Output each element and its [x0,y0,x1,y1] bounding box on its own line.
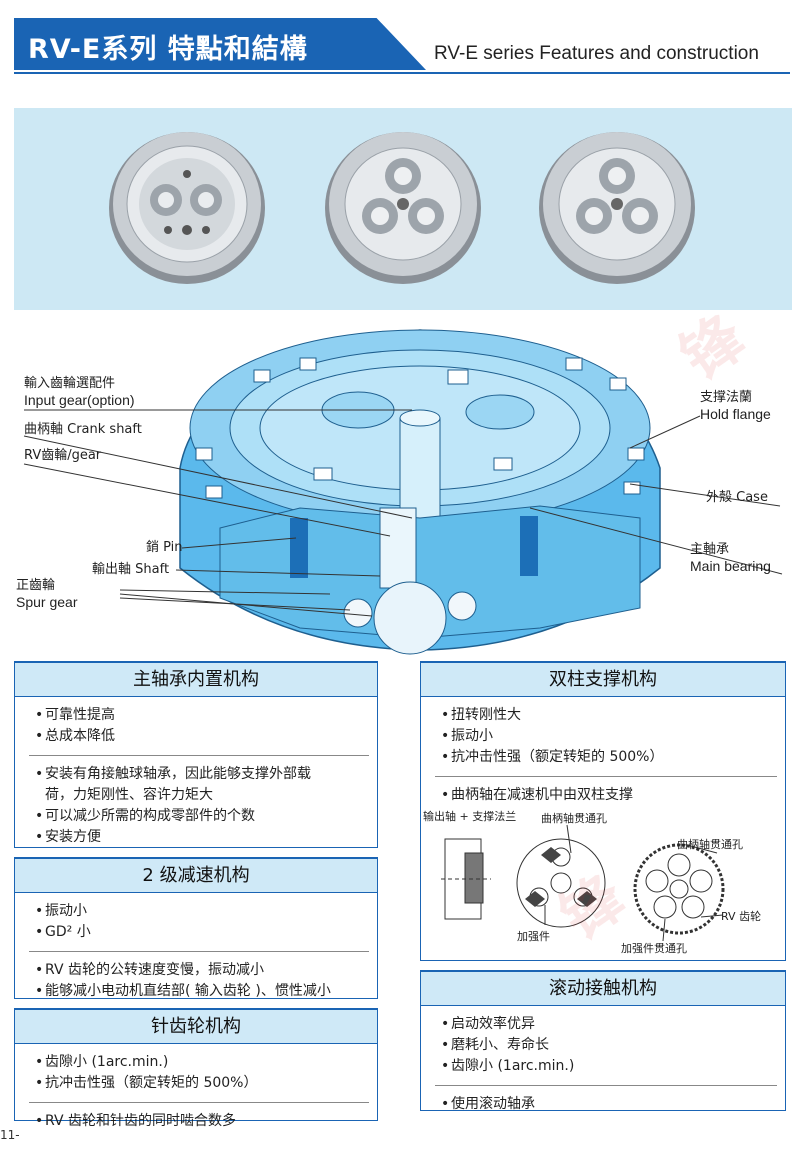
callout-rv-gear: RV齒輪/gear [24,448,102,463]
callout-main-bearing-en: Main bearing [690,558,771,574]
fig-output-flange-label: 输出轴 + 支撑法兰 [423,810,517,823]
list-item: 安装方便 [35,827,363,848]
callout-output-shaft: 輸出軸 Shaft [92,562,170,577]
cutaway-diagram: 輸入齒輪選配件 Input gear(option) 曲柄軸 Crank sha… [0,318,800,658]
list-item: 齿隙小 (1arc.min.) [441,1056,771,1077]
product-photo-panel [14,108,792,310]
box-two-stage: 2 级减速机构 振动小 GD² 小 RV 齿轮的公转速度变慢，振动减小 能够减小… [14,857,378,1002]
fig-crank-hole-label: 曲柄轴贯通孔 [541,812,607,825]
box-pin-gear: 针齿轮机构 齿隙小 (1arc.min.) 抗冲击性强（额定转矩的 500%） … [14,1008,378,1132]
callout-input-gear-en: Input gear(option) [24,392,135,408]
fig-reinforce-label: 加强件 [517,930,550,943]
callout-input-gear: 輸入齒輪選配件 Input gear(option) [24,376,135,408]
page-title: RV-E系列 特點和結構 [28,34,308,65]
title-banner [14,18,426,70]
callout-hold-flange-cn: 支撑法蘭 [700,390,753,405]
list-item: 抗冲击性强（额定转矩的 500%） [35,1073,363,1094]
callout-pin: 銷 Pin [146,540,183,555]
reducer-photo-3 [539,132,695,284]
callout-spur-gear-cn: 正齒輪 [16,578,56,593]
callout-main-bearing: 主軸承 Main bearing [690,542,771,574]
box-main-bearing: 主轴承内置机构 可靠性提高 总成本降低 安装有角接触球轴承，因此能够支撑外部载 … [14,661,378,848]
divider [435,776,777,777]
list-item: 振动小 [441,726,771,747]
list-item: 能够减小电动机直结部( 输入齿轮 )、惯性减小 [35,981,363,1002]
callout-case: 外殼 Case [706,490,768,505]
callout-spur-gear: 正齒輪 Spur gear [16,578,77,610]
list-item: 安装有角接触球轴承，因此能够支撑外部载 [35,764,363,785]
list-item: 可以减少所需的构成零部件的个数 [35,806,363,827]
box-rolling-contact-title: 滚动接触机构 [421,970,785,1006]
callout-spur-gear-en: Spur gear [16,594,78,610]
list-item: 扭转刚性大 [441,705,771,726]
list-item: 曲柄轴在减速机中由双柱支撑 [441,785,771,806]
divider [29,755,369,756]
list-item: 启动效率优异 [441,1014,771,1035]
list-item-continued: 荷，力矩刚性、容许力矩大 [45,787,213,803]
list-item: 总成本降低 [35,726,363,747]
list-item: 磨耗小、寿命长 [441,1035,771,1056]
reducer-photo-1 [109,132,265,284]
list-item: 振动小 [35,901,363,922]
box-pin-gear-title: 针齿轮机构 [15,1008,377,1044]
callout-hold-flange-en: Hold flange [700,406,771,422]
callout-main-bearing-cn: 主軸承 [690,542,730,557]
box-rolling-contact: 滚动接触机构 启动效率优异 磨耗小、寿命长 齿隙小 (1arc.min.) 使用… [420,970,786,1115]
list-item: 齿隙小 (1arc.min.) [35,1052,363,1073]
page-number: 11- [0,1128,20,1142]
box-main-bearing-title: 主轴承内置机构 [15,661,377,697]
divider [29,951,369,952]
list-item: RV 齿轮和针齿的同时啮合数多 [35,1111,363,1132]
double-support-drawing [441,824,725,942]
fig-crank-hole2-label: 曲柄轴贯通孔 [677,838,743,851]
cutaway-illustration [23,329,783,655]
box-double-support-title: 双柱支撑机构 [421,661,785,697]
callout-crank-shaft: 曲柄軸 Crank shaft [24,422,142,437]
divider [29,1102,369,1103]
box-two-stage-title: 2 级减速机构 [15,857,377,893]
callout-input-gear-cn: 輸入齒輪選配件 [24,376,116,391]
list-item: 使用滚动轴承 [441,1094,771,1115]
box-double-support: 双柱支撑机构 扭转刚性大 振动小 抗冲击性强（额定转矩的 500%） 曲柄轴在减… [420,661,786,961]
divider [435,1085,777,1086]
header-rule [14,72,790,74]
fig-reinforce-hole-label: 加强件贯通孔 [621,942,687,955]
list-item: 抗冲击性强（额定转矩的 500%） [441,747,771,768]
list-item: 可靠性提高 [35,705,363,726]
page-subtitle: RV-E series Features and construction [434,43,759,64]
reducer-photo-2 [325,132,481,284]
double-support-figure: 输出轴 + 支撑法兰 曲柄轴贯通孔 加强件 曲柄轴贯通孔 RV 齿轮 加强件贯通… [421,807,785,957]
page-header: RV-E系列 特點和結構 RV-E series Features and co… [0,0,800,80]
fig-rv-gear-label: RV 齿轮 [721,910,762,923]
list-item: RV 齿轮的公转速度变慢，振动减小 [35,960,363,981]
list-item: GD² 小 [35,922,363,943]
callout-hold-flange: 支撑法蘭 Hold flange [700,390,771,422]
